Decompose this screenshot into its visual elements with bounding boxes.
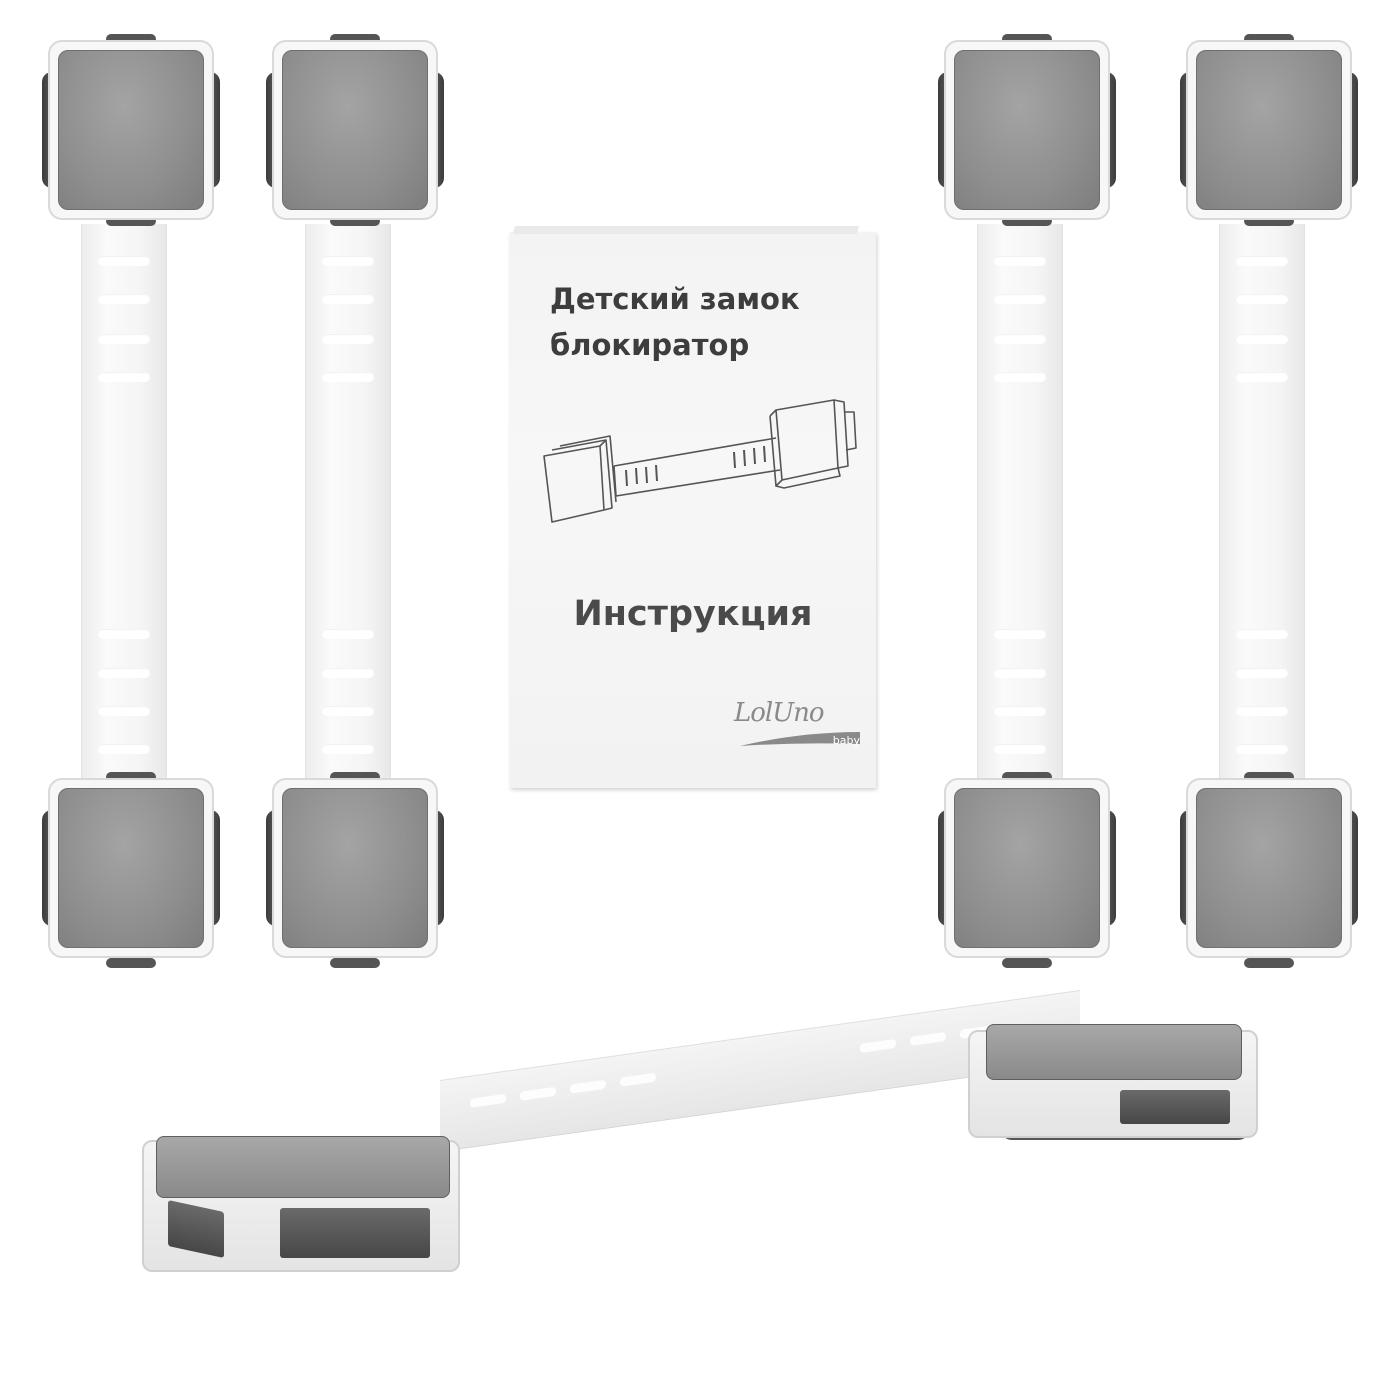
lock-strap xyxy=(977,224,1063,814)
left-lock-block xyxy=(142,1136,460,1272)
right-lock-pad xyxy=(986,1024,1242,1080)
logo-subtext: baby xyxy=(832,734,860,747)
vertical-lock-3 xyxy=(934,34,1126,974)
lock-line-drawing xyxy=(543,399,857,523)
lock-head-bottom xyxy=(266,772,444,968)
vertical-lock-4 xyxy=(1176,34,1368,974)
lock-head-bottom xyxy=(1180,772,1358,968)
right-lock-block xyxy=(968,1024,1258,1138)
lock-strap xyxy=(305,224,391,814)
logo-text: LolUno xyxy=(734,698,825,728)
left-lock-pad xyxy=(156,1136,450,1198)
vertical-lock-2 xyxy=(262,34,454,974)
booklet-subtitle: Инструкция xyxy=(573,594,813,634)
left-release-button xyxy=(280,1208,430,1258)
lock-strap xyxy=(1219,224,1305,814)
lock-head-bottom xyxy=(938,772,1116,968)
lock-head-top xyxy=(42,34,220,226)
lolUno-logo: LolUno baby xyxy=(734,698,864,758)
booklet-title-line-1: Детский замок xyxy=(550,282,800,316)
instruction-booklet: Детский замок блокиратор Инструкция LolU… xyxy=(510,232,876,788)
lock-head-top xyxy=(266,34,444,226)
right-release-button xyxy=(1120,1090,1230,1124)
logo-swoosh-icon xyxy=(740,732,860,746)
vertical-lock-1 xyxy=(38,34,230,974)
lock-strap xyxy=(81,224,167,814)
lock-head-bottom xyxy=(42,772,220,968)
lock-head-top xyxy=(1180,34,1358,226)
left-side-button xyxy=(168,1200,224,1258)
lock-head-top xyxy=(938,34,1116,226)
booklet-title-line-2: блокиратор xyxy=(550,328,750,362)
booklet-title: Детский замок блокиратор xyxy=(550,276,870,368)
